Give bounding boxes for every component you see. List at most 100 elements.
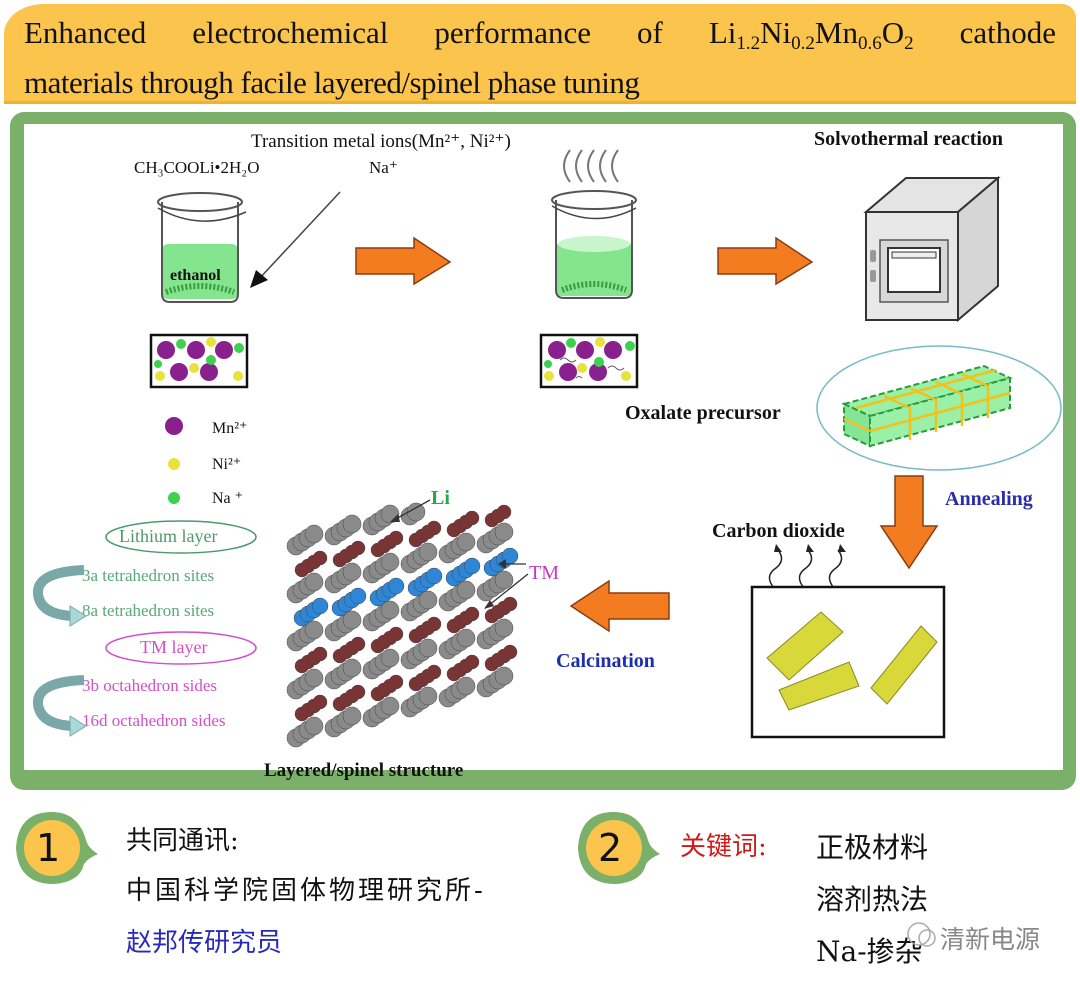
- tm-from-site: 3b octahedron sides: [82, 676, 218, 695]
- co2-label: Carbon dioxide: [712, 520, 845, 542]
- atom-sphere: [387, 577, 405, 595]
- co-corresponding-heading: 共同通讯:: [126, 826, 239, 856]
- keywords-heading: 关键词:: [680, 832, 767, 862]
- legend-swatches: [165, 417, 183, 504]
- atom-sphere: [464, 606, 480, 622]
- ni-swatch: [168, 458, 180, 470]
- legend-label: Na ⁺: [212, 490, 244, 507]
- atom-sphere: [456, 628, 476, 648]
- atom-sphere: [463, 557, 481, 575]
- atom-sphere: [464, 654, 480, 670]
- keyword: Na-掺杂: [816, 935, 923, 968]
- orange-arrow-right: [717, 236, 814, 286]
- lithium-from-site: 3a tetrahedron sites: [82, 566, 215, 585]
- atom-sphere: [342, 514, 362, 534]
- atom-sphere: [304, 620, 324, 640]
- atom-sphere: [380, 648, 400, 668]
- atom-sphere: [426, 520, 442, 536]
- atom-sphere: [418, 590, 438, 610]
- lithium-layer-title: Lithium layer: [119, 526, 218, 546]
- structure-label: Layered/spinel structure: [264, 760, 464, 781]
- ion-mixture-box: [149, 333, 249, 389]
- atom-sphere: [418, 686, 438, 706]
- orange-arrow-right: [355, 236, 452, 286]
- orange-arrow-down: [879, 475, 939, 570]
- atom-sphere: [494, 522, 514, 542]
- atom-sphere: [502, 596, 518, 612]
- tm-pointer-label: TM: [529, 562, 559, 584]
- li-pointer-label: Li: [431, 487, 450, 509]
- atom-sphere: [496, 504, 512, 520]
- na-swatch: [168, 492, 180, 504]
- atom-sphere: [456, 580, 476, 600]
- crystal-structure-icon: [286, 502, 519, 748]
- atom-sphere: [494, 618, 514, 638]
- atom-sphere: [464, 510, 480, 526]
- curved-arrow-icon: [32, 675, 87, 737]
- legend-label: Ni²⁺: [212, 456, 242, 473]
- atom-sphere: [388, 626, 404, 642]
- title-word: of: [637, 15, 663, 50]
- title-line-1: Enhanced electrochemical performance of …: [24, 14, 1056, 63]
- number-badge-2: [578, 812, 660, 884]
- atom-sphere: [304, 524, 324, 544]
- atom-sphere: [304, 572, 324, 592]
- lithium-layer-oval: [105, 520, 257, 554]
- chelated-ion-box: [539, 333, 639, 389]
- atom-sphere: [304, 716, 324, 736]
- calcined-product-box: [750, 585, 946, 739]
- atom-sphere: [456, 676, 476, 696]
- atom-sphere: [418, 638, 438, 658]
- co2-release-icon: [768, 544, 846, 589]
- atom-sphere: [426, 664, 442, 680]
- title-line-2: materials through facile layered/spinel …: [24, 65, 640, 100]
- atom-sphere: [312, 550, 328, 566]
- tm-layer-oval: [105, 631, 257, 665]
- atom-sphere: [350, 684, 366, 700]
- institution-text: 中国科学院固体物理研究所-: [126, 876, 486, 906]
- number-badge-1: [16, 812, 98, 884]
- title-formula: Li1.2Ni0.2Mn0.6O2: [708, 15, 914, 54]
- badge-number-1: 1: [36, 826, 61, 870]
- atom-sphere: [342, 562, 362, 582]
- atom-sphere: [304, 668, 324, 688]
- watermark: 清新电源: [940, 925, 1041, 954]
- atom-sphere: [350, 636, 366, 652]
- diagram-canvas: Transition metal ions(Mn²⁺, Ni²⁺) CH₃COO…: [24, 124, 1063, 781]
- mn-swatch: [165, 417, 183, 435]
- atom-sphere: [380, 552, 400, 572]
- oxalate-precursor-icon: [816, 345, 1062, 471]
- atom-sphere: [312, 646, 328, 662]
- solvothermal-label: Solvothermal reaction: [814, 128, 1004, 150]
- researcher-name: 赵邦传研究员: [126, 928, 283, 958]
- orange-arrow-left: [569, 579, 670, 633]
- atom-sphere: [406, 502, 426, 522]
- tm-layer-title: TM layer: [140, 637, 208, 657]
- pointer-arrows: [390, 499, 529, 609]
- atom-sphere: [350, 540, 366, 556]
- atom-sphere: [456, 532, 476, 552]
- reagent-label: CH₃COOLi•2H₂O: [134, 158, 260, 177]
- ethanol-label: ethanol: [170, 267, 221, 284]
- title-word: cathode: [959, 15, 1056, 50]
- calcination-label: Calcination: [556, 650, 655, 672]
- atom-sphere: [425, 567, 443, 585]
- wechat-logo-icon: [907, 922, 936, 947]
- atom-sphere: [380, 696, 400, 716]
- atom-sphere: [312, 694, 328, 710]
- title-word: electrochemical: [192, 15, 389, 50]
- title-banner: Enhanced electrochemical performance of …: [4, 4, 1076, 104]
- atom-sphere: [494, 570, 514, 590]
- keyword: 正极材料: [816, 831, 929, 864]
- annealing-label: Annealing: [945, 488, 1033, 510]
- atom-sphere: [426, 616, 442, 632]
- curved-arrow-icon: [32, 565, 87, 627]
- oven-icon: [863, 175, 1001, 323]
- tm-ions-label: Transition metal ions(Mn²⁺, Ni²⁺): [251, 131, 511, 152]
- lithium-to-site: 8a tetrahedron sites: [82, 601, 215, 620]
- pointer-arrow: [250, 191, 341, 288]
- legend-label: Mn²⁺: [212, 420, 248, 437]
- title-word: Enhanced: [24, 15, 147, 50]
- atom-sphere: [388, 674, 404, 690]
- beaker-icon: [157, 192, 247, 303]
